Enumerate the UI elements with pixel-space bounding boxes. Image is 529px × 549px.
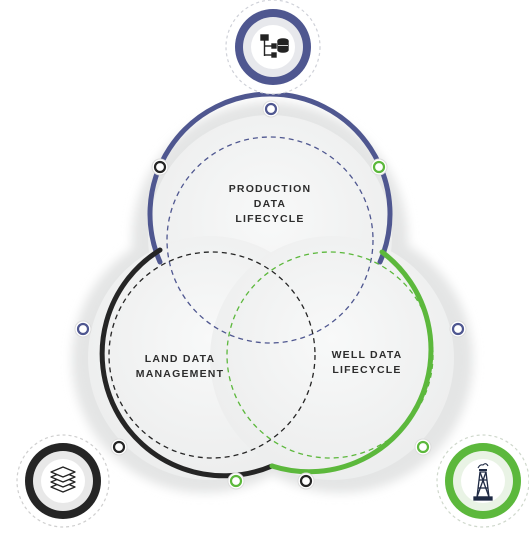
dot-top: [262, 100, 280, 118]
top-icon-badge: [225, 0, 321, 95]
well-label-line-1: WELL DATA: [331, 349, 403, 361]
lobe-fills: [88, 115, 454, 480]
well-label-line-2: LIFECYCLE: [332, 364, 402, 376]
production-label-line-3: LIFECYCLE: [235, 213, 305, 225]
production-data-lifecycle-label: PRODUCTION DATA LIFECYCLE: [200, 182, 340, 227]
production-dashed-circle: [166, 136, 374, 344]
connector-dots: [74, 100, 467, 490]
production-label-line-1: PRODUCTION: [228, 183, 312, 195]
dot-upper-right: [370, 158, 388, 176]
dot-lower-left: [110, 438, 128, 456]
dot-left: [74, 320, 92, 338]
dot-bottom-right: [297, 472, 315, 490]
bottom-right-icon-badge: [436, 434, 529, 528]
database-tree-icon: [260, 34, 289, 58]
land-data-management-label: LAND DATA MANAGEMENT: [110, 352, 250, 382]
dot-upper-left: [151, 158, 169, 176]
production-outer-arc: [147, 91, 393, 265]
well-data-lifecycle-label: WELL DATA LIFECYCLE: [297, 348, 437, 378]
layers-icon: [50, 466, 76, 493]
production-label-line-2: DATA: [253, 198, 287, 210]
oil-derrick-icon: [473, 463, 493, 501]
well-dashed-circle: [226, 251, 434, 459]
dot-lower-right: [414, 438, 432, 456]
bottom-left-icon-badge: [16, 434, 110, 528]
dot-right: [449, 320, 467, 338]
dot-bottom-left: [227, 472, 245, 490]
land-dashed-circle: [108, 251, 316, 459]
well-outer-arc: [269, 249, 434, 475]
land-outer-arc: [99, 247, 275, 479]
land-label-line-2: MANAGEMENT: [135, 368, 225, 380]
land-label-line-1: LAND DATA: [144, 353, 216, 365]
